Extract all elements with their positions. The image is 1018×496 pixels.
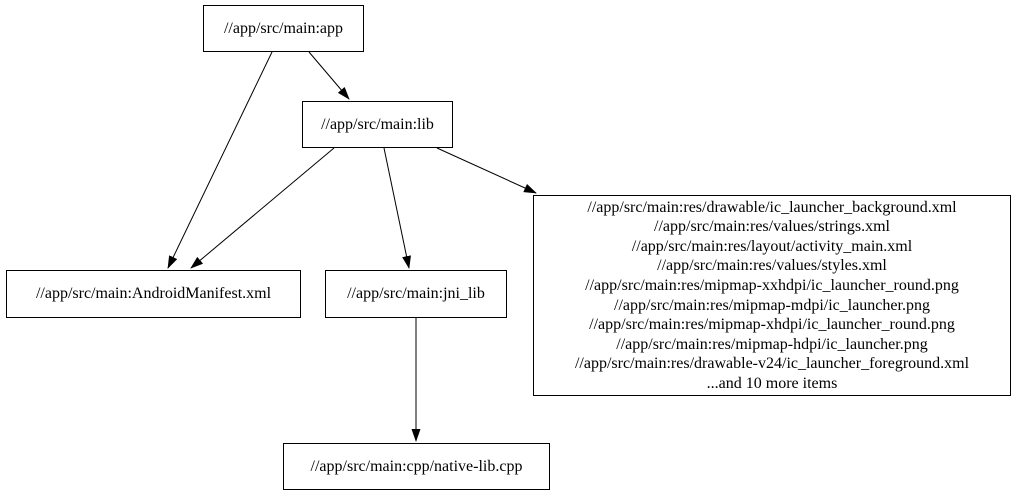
node-app-label: //app/src/main:app [223, 19, 344, 37]
node-native-cpp-label: //app/src/main:cpp/native-lib.cpp [310, 457, 523, 475]
res-item: //app/src/main:res/mipmap-xhdpi/ic_launc… [589, 316, 955, 334]
res-item: //app/src/main:res/values/styles.xml [657, 257, 887, 275]
node-android-manifest-target: //app/src/main:AndroidManifest.xml [6, 270, 301, 318]
node-lib-label: //app/src/main:lib [321, 115, 434, 133]
res-item: //app/src/main:res/values/strings.xml [654, 218, 890, 236]
res-item: //app/src/main:res/layout/activity_main.… [631, 237, 913, 255]
edge-app-to-manifest [167, 51, 273, 269]
edge-lib-to-res-group [436, 147, 537, 194]
node-resources-group: //app/src/main:res/drawable/ic_launcher_… [533, 195, 1011, 396]
node-lib-target: //app/src/main:lib [302, 101, 453, 148]
node-jni-lib-target: //app/src/main:jni_lib [325, 270, 507, 318]
res-item: //app/src/main:res/mipmap-hdpi/ic_launch… [616, 335, 928, 353]
node-app-target: //app/src/main:app [203, 5, 364, 52]
node-jni-lib-label: //app/src/main:jni_lib [347, 285, 485, 303]
res-more-items: ...and 10 more items [706, 374, 838, 392]
res-item: //app/src/main:res/mipmap-mdpi/ic_launch… [614, 296, 930, 314]
edge-app-to-lib [308, 51, 350, 100]
edge-lib-to-manifest [190, 147, 335, 269]
res-item: //app/src/main:res/drawable/ic_launcher_… [587, 198, 957, 216]
node-android-manifest-label: //app/src/main:AndroidManifest.xml [35, 285, 272, 303]
node-native-cpp-target: //app/src/main:cpp/native-lib.cpp [283, 443, 550, 490]
res-item: //app/src/main:res/drawable-v24/ic_launc… [574, 355, 970, 373]
edge-lib-to-jni-lib [383, 147, 411, 269]
res-item: //app/src/main:res/mipmap-xxhdpi/ic_laun… [585, 276, 959, 294]
